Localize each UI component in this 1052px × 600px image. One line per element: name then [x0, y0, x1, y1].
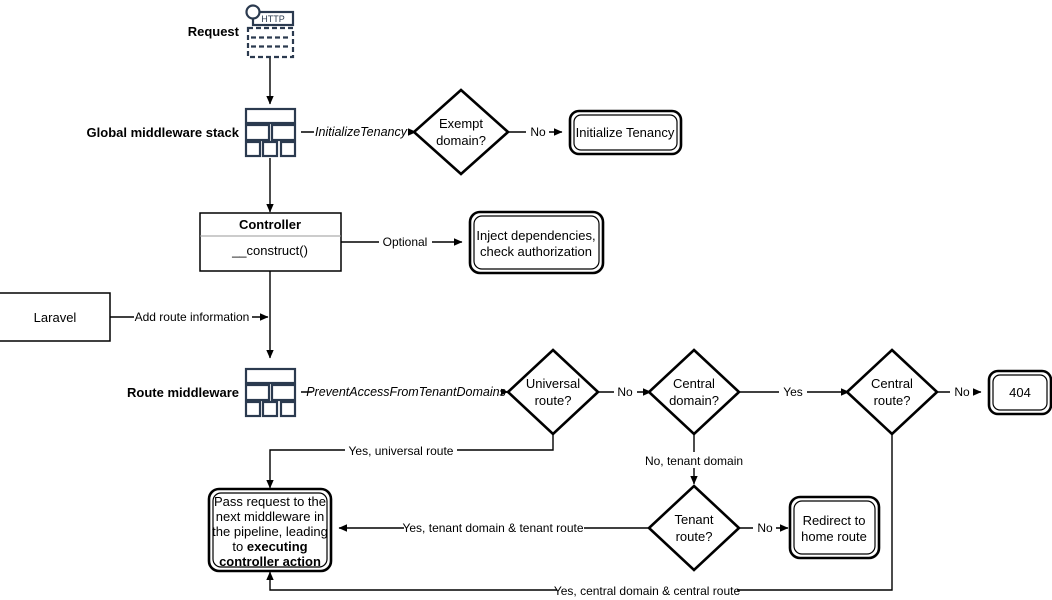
edge-label-add-route-information: Add route information [135, 310, 250, 324]
edge-label-exempt-no: No [530, 125, 546, 139]
edge-label-central-route-no: No [954, 385, 970, 399]
edge-label-yes-universal-route: Yes, universal route [349, 444, 454, 458]
tenant-route-line1: Tenant [674, 512, 713, 527]
global-middleware-label: Global middleware stack [87, 125, 240, 140]
edge-label-initialize-tenancy-middleware: InitializeTenancy [315, 125, 408, 139]
tenant-route-decision: Tenant route? No Yes, tenant domain & te… [338, 484, 789, 572]
controller-method: __construct() [231, 243, 308, 258]
pass-request-line2: next middleware in [216, 509, 324, 524]
pass-request-line4: to executing [232, 539, 307, 554]
http-icon-label: HTTP [261, 14, 285, 24]
initialize-tenancy-node: Initialize Tenancy [568, 109, 683, 156]
controller-title: Controller [239, 217, 301, 232]
pass-request-node: Pass request to the next middleware in t… [207, 487, 333, 573]
laravel-node: Laravel Add route information [0, 292, 269, 342]
redirect-home-node: Redirect to home route [788, 495, 881, 560]
edge-label-no-tenant-domain: No, tenant domain [645, 454, 743, 468]
tenant-route-line2: route? [676, 529, 713, 544]
edge-label-universal-no: No [617, 385, 633, 399]
pass-request-line1: Pass request to the [214, 494, 326, 509]
central-domain-decision: Central domain? Yes No, tenant domain [635, 348, 850, 485]
edge-label-optional: Optional [383, 235, 428, 249]
pass-request-line4-bold: executing [247, 539, 308, 554]
edge-label-tenant-route-no: No [757, 521, 773, 535]
controller-node: Controller __construct() Optional [199, 212, 463, 359]
pass-request-line4-plain: to [232, 539, 246, 554]
route-middleware-node: Route middleware PreventAccessFromTenant… [127, 367, 509, 418]
http-request-icon: HTTP [245, 4, 295, 59]
initialize-tenancy-label: Initialize Tenancy [576, 125, 675, 140]
edge-label-prevent-access: PreventAccessFromTenantDomains [306, 385, 506, 399]
inject-dependencies-line1: Inject dependencies, [476, 228, 595, 243]
not-found-node: 404 [987, 369, 1052, 416]
not-found-label: 404 [1009, 385, 1031, 400]
route-middleware-stack-icon [244, 367, 297, 418]
central-domain-line2: domain? [669, 393, 719, 408]
route-middleware-label: Route middleware [127, 385, 239, 400]
request-node: Request HTTP [188, 4, 295, 105]
pass-request-line5: controller action [219, 554, 321, 569]
edge-label-yes-central-domain-central-route: Yes, central domain & central route [554, 584, 741, 598]
exempt-domain-line1: Exempt [439, 116, 483, 131]
redirect-home-line2: home route [801, 529, 867, 544]
central-route-line2: route? [874, 393, 911, 408]
universal-route-line1: Universal [526, 376, 580, 391]
central-route-decision: Central route? No Yes, central domain & … [266, 348, 982, 598]
pass-request-line3: the pipeline, leading [212, 524, 328, 539]
edge-label-central-domain-yes: Yes [783, 385, 803, 399]
redirect-home-line1: Redirect to [803, 513, 866, 528]
exempt-domain-decision: Exempt domain? No [412, 88, 563, 176]
inject-dependencies-line2: check authorization [480, 244, 592, 259]
central-domain-line1: Central [673, 376, 715, 391]
laravel-label: Laravel [34, 310, 77, 325]
middleware-stack-icon [244, 107, 297, 158]
universal-route-decision: Universal route? No Yes, universal route [266, 348, 652, 489]
inject-dependencies-node: Inject dependencies, check authorization [468, 210, 605, 275]
exempt-domain-line2: domain? [436, 133, 486, 148]
central-route-line1: Central [871, 376, 913, 391]
request-label: Request [188, 24, 240, 39]
universal-route-line2: route? [535, 393, 572, 408]
edge-label-yes-tenant-domain-tenant-route: Yes, tenant domain & tenant route [402, 521, 583, 535]
global-middleware-node: Global middleware stack InitializeTenanc… [87, 107, 417, 213]
